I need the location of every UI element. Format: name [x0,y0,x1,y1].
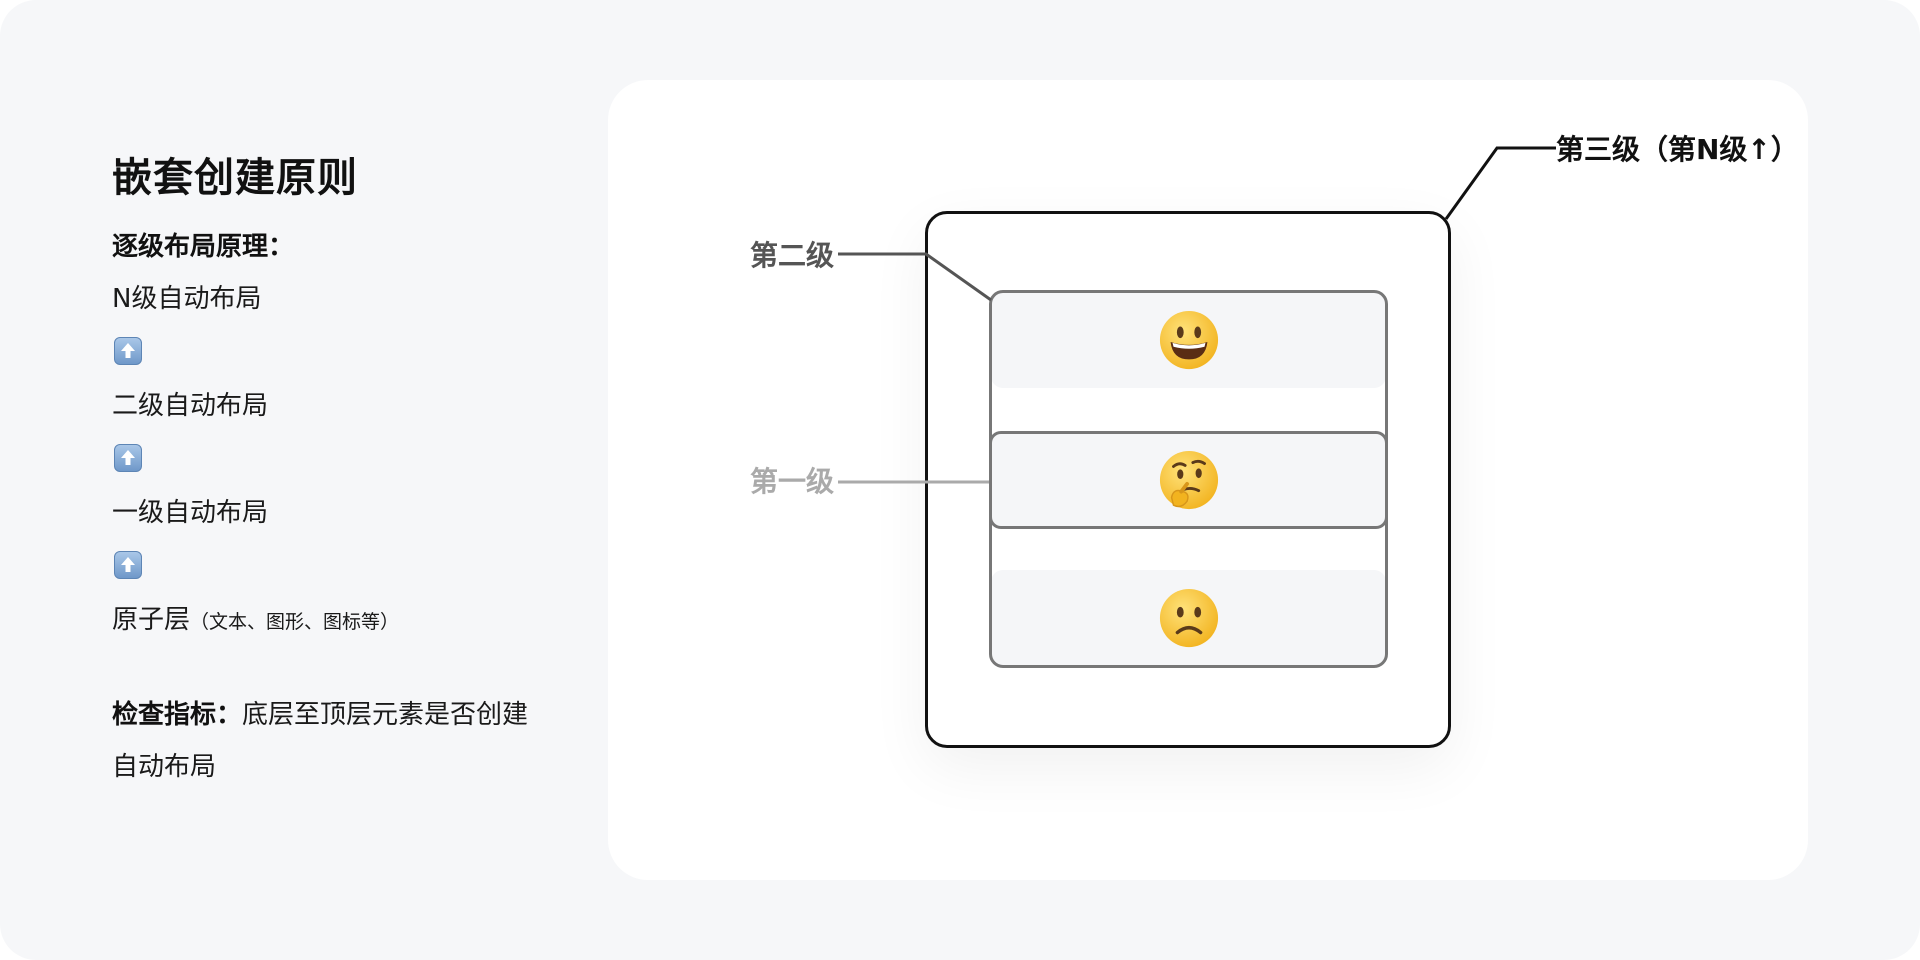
up-arrow-icon [114,551,142,579]
atomic-layer-main: 原子层 [112,605,191,635]
level3-label: 第三级（第N级↑） [1556,133,1799,166]
frowning-face-icon [1159,588,1218,648]
thinking-face-icon [1159,450,1218,510]
check-heading: 检查指标： [112,700,243,730]
row-item [991,570,1386,666]
row-item [989,431,1388,529]
up-arrow-icon [114,337,142,365]
check-indicator: 检查指标：底层至顶层元素是否创建自动布局 [112,689,542,793]
level-n-text: N级自动布局 [112,284,262,314]
left-panel: 嵌套创建原则 逐级布局原理： N级自动布局 二级自动布局 一级自动布局 原子层（… [112,150,542,793]
level2-label: 第二级 [750,239,835,272]
row-item [991,292,1386,388]
level-2-text: 二级自动布局 [112,391,269,421]
up-arrow-icon [114,444,142,472]
check-text: 底层至顶层元素是否创建自动布局 [112,700,529,782]
level2-container [989,290,1388,668]
atomic-layer-text: 原子层（文本、图形、图标等） [112,601,542,641]
principle-heading: 逐级布局原理： [112,232,295,262]
page-title: 嵌套创建原则 [112,155,358,201]
level1-label: 第一级 [750,465,835,498]
atomic-layer-note: （文本、图形、图标等） [190,611,400,633]
grinning-face-icon [1159,310,1218,370]
level-1-text: 一级自动布局 [112,498,269,528]
